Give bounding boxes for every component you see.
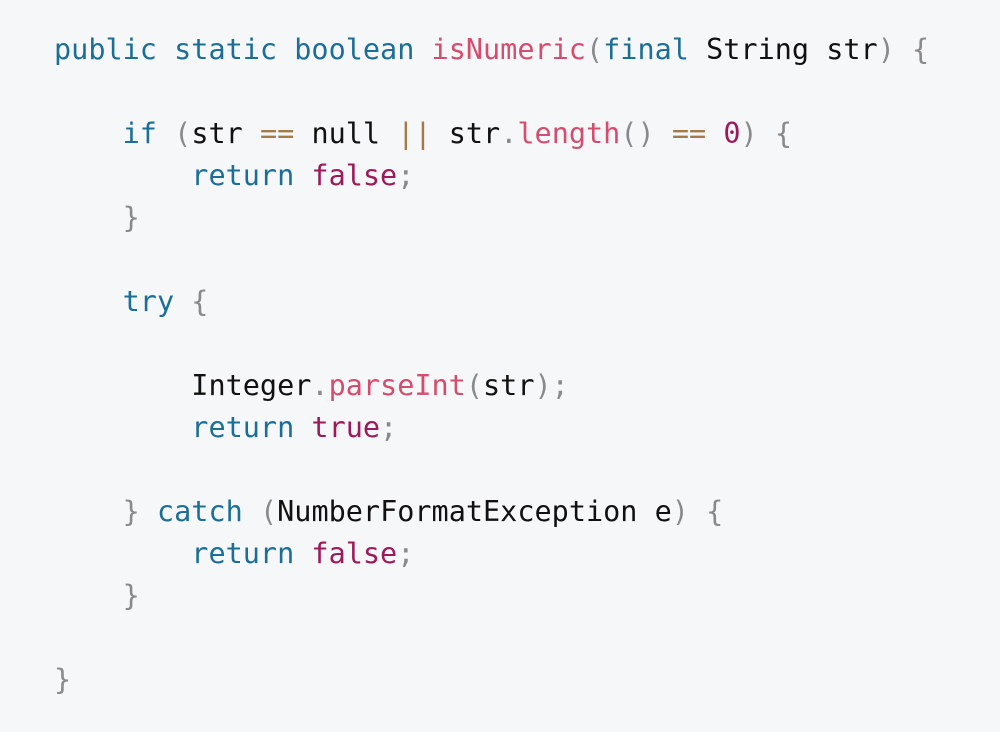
code-identifier bbox=[277, 33, 294, 66]
code-identifier: String str bbox=[688, 33, 878, 66]
code-punctuation: () bbox=[620, 117, 655, 150]
code-literal: 0 bbox=[723, 117, 741, 150]
code-identifier bbox=[294, 411, 311, 444]
code-identifier bbox=[54, 411, 191, 444]
code-identifier bbox=[174, 285, 191, 318]
code-listing: public static boolean isNumeric(final St… bbox=[54, 29, 1000, 701]
code-punctuation: ; bbox=[397, 537, 415, 570]
code-identifier bbox=[414, 33, 431, 66]
code-line: } bbox=[54, 659, 1000, 701]
code-punctuation: ( bbox=[174, 117, 192, 150]
code-identifier bbox=[54, 201, 123, 234]
code-line: if (str == null || str.length() == 0) { bbox=[54, 113, 1000, 155]
code-identifier bbox=[655, 117, 672, 150]
code-line: try { bbox=[54, 281, 1000, 323]
code-identifier bbox=[54, 117, 123, 150]
code-line bbox=[54, 617, 1000, 659]
code-keyword: final bbox=[603, 33, 689, 66]
code-keyword: static bbox=[174, 33, 278, 66]
code-keyword: catch bbox=[156, 495, 243, 528]
code-identifier: str bbox=[191, 117, 260, 150]
code-punctuation: ) bbox=[534, 369, 552, 402]
code-literal: true bbox=[311, 411, 381, 444]
code-line bbox=[54, 449, 1000, 491]
code-punctuation: { bbox=[706, 495, 724, 528]
code-identifier bbox=[54, 579, 123, 612]
code-line: } catch (NumberFormatException e) { bbox=[54, 491, 1000, 533]
code-identifier bbox=[54, 369, 191, 402]
code-line: } bbox=[54, 575, 1000, 617]
code-identifier bbox=[895, 33, 912, 66]
code-identifier bbox=[54, 159, 191, 192]
code-line bbox=[54, 323, 1000, 365]
code-punctuation: . bbox=[311, 369, 329, 402]
code-line: return true; bbox=[54, 407, 1000, 449]
code-line: return false; bbox=[54, 533, 1000, 575]
code-punctuation: ) bbox=[740, 117, 758, 150]
code-identifier bbox=[689, 495, 706, 528]
code-literal: false bbox=[311, 537, 398, 570]
code-operator: == bbox=[671, 117, 707, 150]
code-line bbox=[54, 239, 1000, 281]
code-keyword: try bbox=[122, 285, 175, 318]
code-punctuation: { bbox=[774, 117, 793, 150]
code-identifier bbox=[157, 117, 174, 150]
code-identifier bbox=[706, 117, 723, 150]
code-keyword: return bbox=[191, 537, 295, 570]
code-identifier: Integer bbox=[191, 369, 312, 402]
code-punctuation: ; bbox=[380, 411, 398, 444]
code-identifier bbox=[54, 537, 191, 570]
code-identifier bbox=[758, 117, 775, 150]
code-literal: false bbox=[311, 159, 398, 192]
code-line: Integer.parseInt(str); bbox=[54, 365, 1000, 407]
code-identifier: str bbox=[483, 369, 535, 402]
code-operator: == bbox=[259, 117, 295, 150]
code-punctuation: } bbox=[122, 579, 140, 612]
code-keyword: boolean bbox=[294, 33, 415, 66]
code-function-name: isNumeric bbox=[431, 33, 586, 66]
code-keyword: if bbox=[122, 117, 157, 150]
code-identifier: str bbox=[431, 117, 501, 150]
code-operator: || bbox=[397, 117, 432, 150]
code-punctuation: ; bbox=[397, 159, 415, 192]
code-identifier: null bbox=[294, 117, 398, 150]
code-punctuation: ) bbox=[877, 33, 895, 66]
code-keyword: public bbox=[54, 33, 157, 66]
code-identifier bbox=[243, 495, 260, 528]
code-punctuation: ; bbox=[551, 369, 569, 402]
code-punctuation: { bbox=[191, 285, 209, 318]
code-punctuation: ) bbox=[671, 495, 689, 528]
code-punctuation: ( bbox=[259, 495, 278, 528]
code-punctuation: } bbox=[122, 495, 140, 528]
code-line: public static boolean isNumeric(final St… bbox=[54, 29, 1000, 71]
code-line: } bbox=[54, 197, 1000, 239]
code-keyword: return bbox=[191, 411, 295, 444]
code-identifier bbox=[54, 495, 123, 528]
code-punctuation: . bbox=[500, 117, 518, 150]
code-function-name: parseInt bbox=[328, 369, 466, 402]
code-identifier bbox=[294, 159, 311, 192]
code-identifier bbox=[54, 285, 123, 318]
code-keyword: return bbox=[191, 159, 295, 192]
code-identifier bbox=[140, 495, 157, 528]
code-punctuation: ( bbox=[585, 33, 604, 66]
code-punctuation: ( bbox=[465, 369, 484, 402]
code-punctuation: { bbox=[912, 33, 930, 66]
code-function-name: length bbox=[517, 117, 621, 150]
code-identifier bbox=[294, 537, 311, 570]
code-line: return false; bbox=[54, 155, 1000, 197]
code-punctuation: } bbox=[54, 663, 72, 696]
code-line bbox=[54, 71, 1000, 113]
code-punctuation: } bbox=[122, 201, 140, 234]
code-identifier bbox=[157, 33, 174, 66]
code-identifier: NumberFormatException e bbox=[277, 495, 672, 528]
